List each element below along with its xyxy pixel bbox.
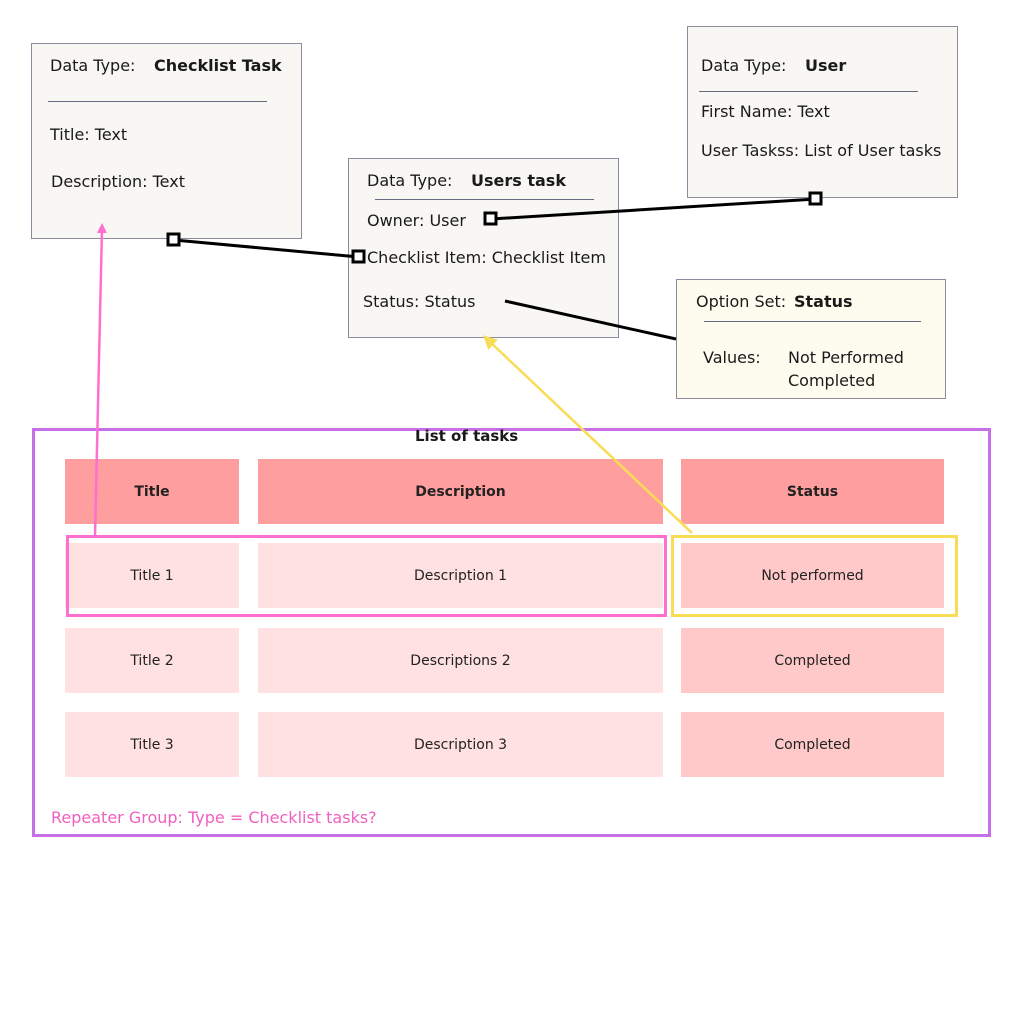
row-2-title: Title 2 [65, 628, 239, 693]
user-field-user-tasks: User Taskss: List of User tasks [701, 141, 942, 160]
column-header-status: Status [681, 459, 944, 524]
checklist-task-card: Data Type: Checklist Task Title: Text De… [31, 43, 302, 239]
users-task-field-owner: Owner: User [367, 211, 466, 230]
option-set-value-completed: Completed [788, 371, 876, 390]
status-option-set-card: Option Set: Status Values: Not Performed… [676, 279, 946, 399]
users-task-type-value: Users task [471, 171, 566, 190]
checklist-task-type-label: Data Type: [50, 56, 136, 75]
repeater-title: List of tasks [415, 427, 519, 445]
checklist-task-type-value: Checklist Task [154, 56, 282, 75]
repeater-caption: Repeater Group: Type = Checklist tasks? [51, 808, 377, 827]
option-set-values-label: Values: [703, 348, 761, 367]
relation-line-checklist-item [173, 238, 360, 259]
row-2-description: Descriptions 2 [258, 628, 663, 693]
status-highlight [671, 535, 958, 617]
checklist-task-field-description: Description: Text [51, 172, 185, 191]
row-2-status: Completed [681, 628, 944, 693]
column-header-description: Description [258, 459, 663, 524]
user-divider [699, 91, 918, 92]
row-3-description: Description 3 [258, 712, 663, 777]
users-task-type-label: Data Type: [367, 171, 453, 190]
column-header-title: Title [65, 459, 239, 524]
user-card: Data Type: User First Name: Text User Ta… [687, 26, 958, 198]
user-type-value: User [805, 56, 847, 75]
option-set-divider [704, 321, 921, 322]
option-set-value-not-performed: Not Performed [788, 348, 904, 367]
users-task-card: Data Type: Users task Owner: User Checkl… [348, 158, 619, 338]
option-set-label: Option Set: [696, 292, 787, 311]
row-1-status: Not performed [681, 543, 944, 608]
users-task-field-status: Status: Status [363, 292, 476, 311]
row-3-status: Completed [681, 712, 944, 777]
checklist-task-divider [48, 101, 267, 102]
row-3-title: Title 3 [65, 712, 239, 777]
option-set-value: Status [794, 292, 853, 311]
row-1-title: Title 1 [65, 543, 239, 608]
users-task-divider [375, 199, 594, 200]
user-type-label: Data Type: [701, 56, 787, 75]
checklist-task-field-title: Title: Text [50, 125, 128, 144]
users-task-field-checklist-item: Checklist Item: Checklist Item [367, 248, 606, 267]
row-1-description: Description 1 [258, 543, 663, 608]
title-description-highlight [66, 535, 667, 617]
user-field-first-name: First Name: Text [701, 102, 830, 121]
